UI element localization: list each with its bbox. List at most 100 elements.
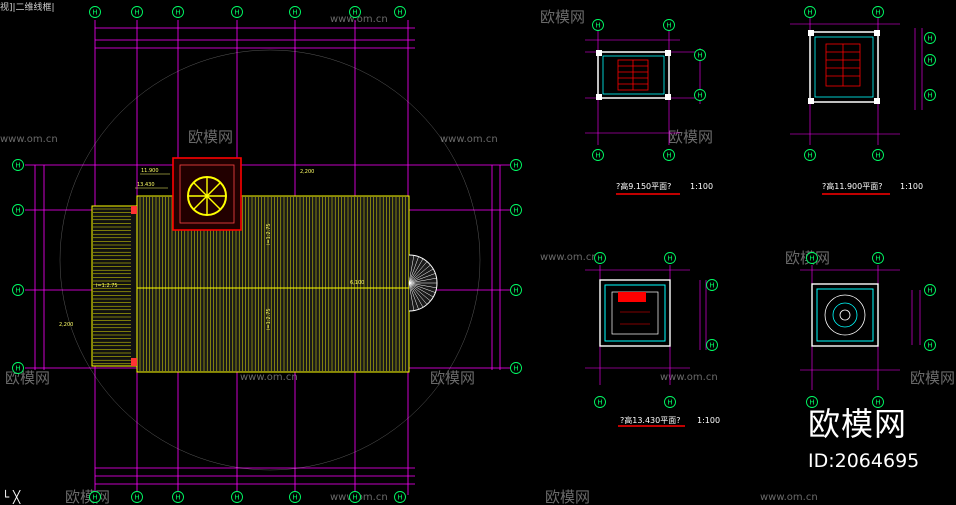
elevation-marks: 11.900 13.430 <box>135 168 170 189</box>
svg-text:H: H <box>709 282 714 290</box>
grid-axis-bubble: H <box>349 491 361 503</box>
watermark-brand-small: 欧模网 <box>5 369 50 387</box>
dimension-labels: 2,200 2,200 6,100 <box>59 169 364 328</box>
watermark-brand-small: 欧模网 <box>545 488 590 505</box>
watermark-url: www.om.cn <box>240 372 298 383</box>
svg-text:H: H <box>597 255 602 263</box>
svg-text:H: H <box>666 22 671 30</box>
plan-scale-11900: 1:100 <box>900 182 923 191</box>
grid-axis-bubble: H <box>510 284 522 296</box>
plan-title-9150: ?高9.150平面? <box>616 181 671 191</box>
svg-text:H: H <box>667 399 672 407</box>
svg-text:H: H <box>134 494 139 502</box>
grid-axis-bubble: H <box>131 6 143 18</box>
grid-axis-bubble: H <box>12 362 24 374</box>
svg-text:H: H <box>875 255 880 263</box>
grid-axis-bubble: H <box>924 32 936 44</box>
svg-text:H: H <box>595 22 600 30</box>
grid-axis-bubble: H <box>663 149 675 161</box>
svg-text:H: H <box>352 9 357 17</box>
svg-text:H: H <box>667 255 672 263</box>
grid-axis-bubble: H <box>131 491 143 503</box>
grid-axis-bubble: H <box>510 159 522 171</box>
grid-axis-bubble: H <box>289 491 301 503</box>
svg-text:H: H <box>875 399 880 407</box>
skylight-fan[interactable] <box>172 157 242 231</box>
main-roof-plan[interactable]: 11.900 13.430 i=1:2.75 i=1:2.75 i=1:2.75… <box>12 6 522 503</box>
svg-text:H: H <box>597 399 602 407</box>
svg-text:H: H <box>513 287 518 295</box>
grid-axis-bubble: H <box>12 204 24 216</box>
svg-text:H: H <box>807 152 812 160</box>
grid-axis-bubble: H <box>592 19 604 31</box>
svg-text:H: H <box>875 9 880 17</box>
dimension-label: 6,100 <box>350 280 364 286</box>
plan-title-13430: ?高13.430平面? <box>620 415 680 425</box>
grid-axis-bubble: H <box>924 54 936 66</box>
grid-axis-bubble: H <box>872 396 884 408</box>
grid-axis-bubble: H <box>872 149 884 161</box>
slope-label: i=1:2.75 <box>266 223 272 245</box>
grid-axis-bubble: H <box>89 6 101 18</box>
grid-axis-bubble: H <box>664 252 676 264</box>
grid-axis-bubble: H <box>924 339 936 351</box>
watermark-brand: 欧模网 <box>808 405 908 443</box>
grid-axis-bubble: H <box>872 6 884 18</box>
svg-text:H: H <box>697 92 702 100</box>
grid-axis-bubble: H <box>289 6 301 18</box>
grid-axis-bubble: H <box>172 491 184 503</box>
ucs-axis-icon: └ ╳ <box>2 490 21 504</box>
watermark-brand-small: 欧模网 <box>668 128 713 146</box>
svg-text:H: H <box>134 9 139 17</box>
watermark-brand-small: 欧模网 <box>188 128 233 146</box>
watermark-url: www.om.cn <box>330 14 388 25</box>
svg-text:H: H <box>807 9 812 17</box>
grid-axis-bubble: H <box>89 491 101 503</box>
grid-axis-bubble: H <box>594 252 606 264</box>
watermark-url: www.om.cn <box>0 134 58 145</box>
grid-axis-bubble: H <box>231 6 243 18</box>
svg-text:H: H <box>15 287 20 295</box>
watermark-url: www.om.cn <box>660 372 718 383</box>
watermark-brand-small: 欧模网 <box>65 488 110 505</box>
svg-text:H: H <box>397 494 402 502</box>
svg-text:H: H <box>234 494 239 502</box>
grid-axis-bubble: H <box>12 284 24 296</box>
left-eave <box>91 205 138 367</box>
svg-text:H: H <box>809 255 814 263</box>
svg-text:H: H <box>513 365 518 373</box>
grid-axis-bubble: H <box>924 284 936 296</box>
svg-text:H: H <box>927 342 932 350</box>
viewport-label[interactable]: 视]|二维线框| <box>0 3 55 13</box>
grid-axis-bubble: H <box>663 19 675 31</box>
right-semicircle-roof <box>408 254 438 312</box>
svg-text:H: H <box>513 207 518 215</box>
svg-text:H: H <box>15 365 20 373</box>
svg-text:H: H <box>15 207 20 215</box>
dimension-label: 2,200 <box>59 322 73 328</box>
grid-axis-bubble: H <box>510 204 522 216</box>
plan-scale-9150: 1:100 <box>690 182 713 191</box>
watermark-brand-small: 欧模网 <box>540 8 585 26</box>
top-dimension-lines <box>34 27 501 485</box>
svg-text:H: H <box>697 52 702 60</box>
watermark-brand-small: 欧模网 <box>910 369 955 387</box>
grid-axis-bubble: H <box>706 339 718 351</box>
svg-text:H: H <box>513 162 518 170</box>
svg-text:H: H <box>15 162 20 170</box>
grid-axis-bubble: H <box>172 6 184 18</box>
svg-text:H: H <box>927 287 932 295</box>
watermark-url: www.om.cn <box>540 252 598 263</box>
watermark-url: www.om.cn <box>440 134 498 145</box>
grid-axis-bubble: H <box>806 252 818 264</box>
svg-text:H: H <box>175 494 180 502</box>
elevation-13430: 13.430 <box>137 182 155 188</box>
watermark-id: ID:2064695 <box>808 450 920 472</box>
slope-labels: i=1:2.75 i=1:2.75 i=1:2.75 <box>96 223 272 330</box>
guide-arcs <box>59 49 481 471</box>
